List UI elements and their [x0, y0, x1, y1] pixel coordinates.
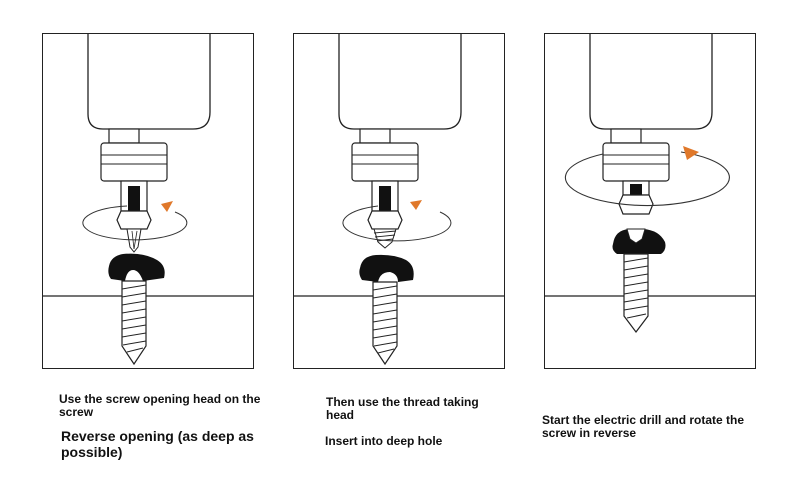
rotation-arrow-icon — [161, 201, 173, 212]
rotation-ellipse — [564, 151, 730, 207]
drill-body — [87, 34, 211, 130]
screw-head — [108, 253, 165, 281]
drill-collar — [359, 128, 391, 144]
step-3-svg — [545, 34, 755, 333]
step-2-svg — [294, 34, 504, 366]
step-1-svg — [43, 34, 253, 366]
drill-body — [589, 34, 713, 130]
drill-chuck — [351, 142, 419, 182]
step-2-caption-line-1: Then use the thread taking head — [326, 395, 479, 422]
rotation-arrow-icon — [410, 200, 422, 210]
step-2-illustration — [293, 33, 505, 369]
screw-body — [623, 253, 649, 333]
rotation-ellipse — [342, 205, 452, 242]
screw-head — [359, 254, 414, 282]
step-1-illustration — [42, 33, 254, 369]
drill-collar — [108, 128, 140, 144]
drill-collar — [610, 128, 642, 144]
drill-body — [338, 34, 462, 130]
drill-chuck — [100, 142, 168, 182]
bit-tip — [126, 228, 142, 253]
bit-hex — [367, 210, 403, 230]
rotation-arrow-icon — [683, 146, 699, 160]
rotation-ellipse — [82, 205, 188, 241]
step-1-caption-line-1: Use the screw opening head on the screw — [59, 392, 261, 419]
step-3-illustration — [544, 33, 756, 369]
bit-hex — [116, 210, 152, 230]
step-2-caption-line-2: Insert into deep hole — [325, 434, 443, 448]
step-3-caption-line-1: Start the electric drill and rotate the … — [542, 413, 745, 440]
step-1-caption-line-2: Reverse opening (as deep as possible) — [61, 428, 254, 460]
drill-chuck — [602, 142, 670, 182]
